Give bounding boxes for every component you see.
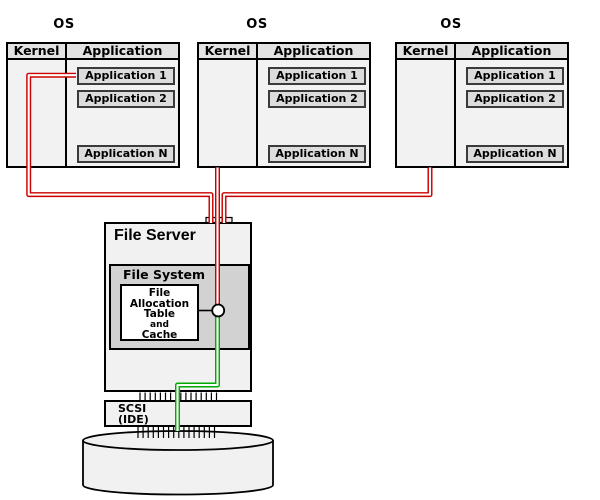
file-server-box: File Server File System File Allocation … bbox=[104, 222, 252, 392]
kernel-column-header: Kernel bbox=[8, 44, 67, 58]
application-2-box: Application 2 bbox=[268, 90, 366, 108]
fat-line: and bbox=[150, 319, 169, 330]
request-line-os3 bbox=[221, 167, 433, 223]
disk-cylinder-top bbox=[82, 430, 274, 451]
os-box-2: Kernel Application Application 1 Applica… bbox=[197, 42, 371, 168]
application-column-header: Application bbox=[471, 43, 552, 58]
application-n-box: Application N bbox=[77, 145, 175, 163]
fileserver-scsi-bus-pins bbox=[139, 392, 218, 400]
fat-line: Cache bbox=[141, 328, 178, 341]
kernel-column-header: Kernel bbox=[397, 44, 456, 58]
ide-label: (IDE) bbox=[118, 412, 149, 426]
application-2-box: Application 2 bbox=[466, 90, 564, 108]
application-2-box: Application 2 bbox=[77, 90, 175, 108]
os-header: Kernel Application bbox=[8, 44, 178, 60]
os-header: Kernel Application bbox=[397, 44, 567, 60]
os-header: Kernel Application bbox=[199, 44, 369, 60]
file-system-title: File System bbox=[123, 267, 206, 282]
kernel-column-header: Kernel bbox=[199, 44, 258, 58]
file-server-title: File Server bbox=[114, 227, 196, 244]
file-system-box: File System File Allocation Table and Ca… bbox=[109, 264, 250, 350]
os-box-1: Kernel Application Application 1 Applica… bbox=[6, 42, 180, 168]
kernel-column bbox=[8, 60, 67, 166]
fat-line: Table bbox=[143, 308, 176, 320]
os-title-2: OS bbox=[246, 17, 268, 32]
disk-cylinder-body bbox=[82, 440, 274, 496]
kernel-column bbox=[199, 60, 258, 166]
application-1-box: Application 1 bbox=[268, 67, 366, 85]
application-1-box: Application 1 bbox=[77, 67, 175, 85]
scsi-controller-box: SCSI (IDE) bbox=[104, 400, 252, 427]
fat-line: Allocation bbox=[129, 297, 190, 310]
application-column-header: Application bbox=[273, 43, 354, 58]
os-title-1: OS bbox=[53, 17, 75, 32]
application-column-header: Application bbox=[82, 43, 163, 58]
fat-line: File bbox=[148, 287, 171, 299]
application-n-box: Application N bbox=[466, 145, 564, 163]
scsi-disk-bus-pins bbox=[137, 427, 216, 438]
file-allocation-table-cache-box: File Allocation Table and Cache bbox=[120, 284, 199, 341]
application-1-box: Application 1 bbox=[466, 67, 564, 85]
kernel-column bbox=[397, 60, 456, 166]
application-n-box: Application N bbox=[268, 145, 366, 163]
scsi-label: SCSI bbox=[118, 402, 147, 415]
os-box-3: Kernel Application Application 1 Applica… bbox=[395, 42, 569, 168]
os-title-3: OS bbox=[440, 17, 462, 32]
